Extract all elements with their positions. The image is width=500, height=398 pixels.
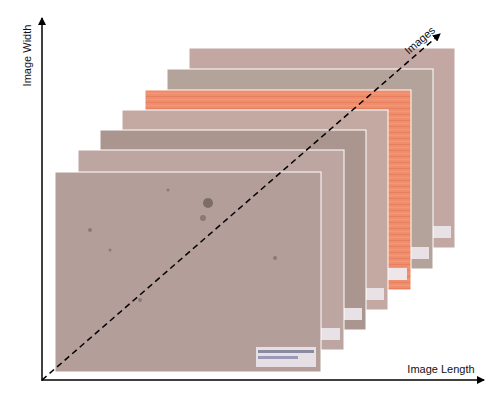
axis-line: [42, 379, 484, 381]
axis-label: Image Width: [23, 24, 34, 86]
micro-image: [55, 172, 321, 372]
axis-label: Image Length: [407, 364, 474, 375]
axis-line: [41, 18, 43, 381]
axis-line: [42, 34, 440, 380]
